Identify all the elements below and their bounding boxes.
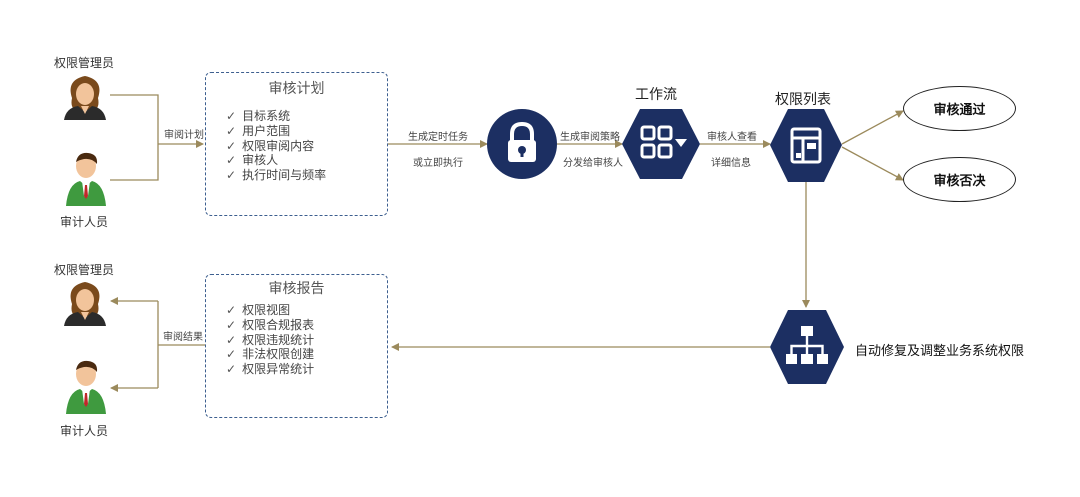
- list-item: 权限合规报表: [226, 318, 314, 333]
- audit-plan-items: 目标系统 用户范围 权限审阅内容 审核人 执行时间与频率: [226, 109, 326, 183]
- hierarchy-icon: [770, 310, 844, 384]
- list-item: 非法权限创建: [226, 347, 314, 362]
- permission-list-title: 权限列表: [775, 92, 831, 108]
- list-item: 审核人: [226, 153, 326, 168]
- audit-report-box: 审核报告 权限视图 权限合规报表 权限违规统计 非法权限创建 权限异常统计: [205, 274, 388, 418]
- list-item: 权限异常统计: [226, 362, 314, 377]
- edge-label-generate-policy-2: 分发给审核人: [563, 158, 623, 169]
- list-item: 权限违规统计: [226, 333, 314, 348]
- list-item: 权限视图: [226, 303, 314, 318]
- male-auditor-icon: [66, 152, 106, 206]
- outcome-approve: 审核通过: [903, 86, 1016, 131]
- edge-label-generate-task-1: 生成定时任务: [408, 132, 468, 143]
- role-label-admin-bottom: 权限管理员: [54, 263, 115, 277]
- female-admin-icon: [64, 76, 106, 120]
- list-item: 目标系统: [226, 109, 326, 124]
- arrow-to-reject: [841, 146, 904, 181]
- female-admin-icon: [64, 282, 106, 326]
- edge-label-reviewer-view-1: 审核人查看: [707, 132, 757, 143]
- edge-label-audit-result: 审阅结果: [163, 332, 203, 343]
- edge-label-generate-task-2: 或立即执行: [413, 158, 463, 169]
- male-auditor-icon: [66, 360, 106, 414]
- role-label-admin-top: 权限管理员: [54, 56, 115, 70]
- workflow-title: 工作流: [635, 87, 677, 103]
- auto-fix-label: 自动修复及调整业务系统权限: [855, 344, 1025, 359]
- permission-list-icon: [770, 109, 842, 182]
- list-item: 权限审阅内容: [226, 139, 326, 154]
- edge-label-audit-plan: 审阅计划: [164, 130, 204, 141]
- role-label-auditor-bottom: 审计人员: [60, 424, 109, 438]
- audit-report-items: 权限视图 权限合规报表 权限违规统计 非法权限创建 权限异常统计: [226, 303, 314, 377]
- audit-plan-box: 审核计划 目标系统 用户范围 权限审阅内容 审核人 执行时间与频率: [205, 72, 388, 216]
- top-bracket-line: [110, 94, 159, 181]
- list-item: 用户范围: [226, 124, 326, 139]
- list-item: 执行时间与频率: [226, 168, 326, 183]
- role-label-auditor-top: 审计人员: [60, 215, 109, 229]
- edge-label-reviewer-view-2: 详细信息: [711, 158, 751, 169]
- outcome-reject: 审核否决: [903, 157, 1016, 202]
- arrow-to-approve: [841, 110, 904, 145]
- lock-icon: [487, 109, 557, 179]
- audit-report-title: 审核报告: [268, 281, 325, 297]
- edge-label-generate-policy-1: 生成审阅策略: [560, 132, 620, 143]
- workflow-grid-icon: [622, 109, 700, 179]
- audit-plan-title: 审核计划: [268, 81, 325, 97]
